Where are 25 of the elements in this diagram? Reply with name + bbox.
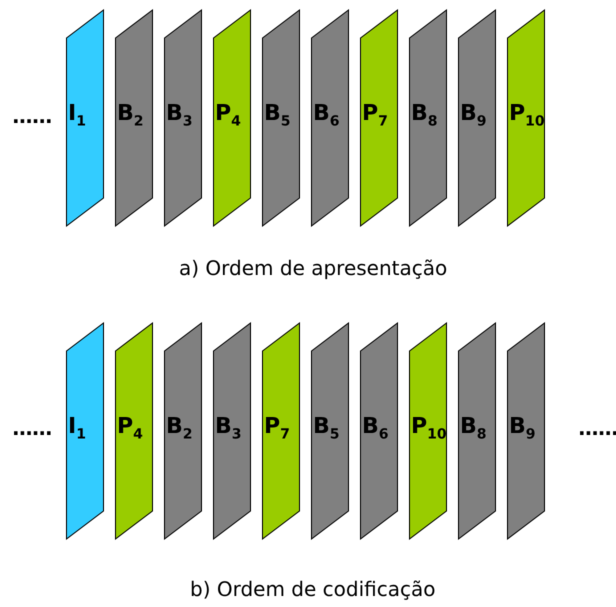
frame-label: B$_{3}$ — [215, 414, 242, 442]
frame-label: B$_{3}$ — [166, 101, 193, 130]
ellipsis: ...... — [12, 104, 52, 128]
frame-label: B$_{8}$ — [411, 101, 438, 130]
frame-label: P$_{4}$ — [117, 414, 143, 442]
frame-label: B$_{5}$ — [313, 414, 340, 442]
frame-label: P$_{7}$ — [362, 101, 388, 130]
frame-label: B$_{6}$ — [313, 101, 340, 130]
frame-label: P$_{4}$ — [215, 101, 241, 130]
frame-label: B$_{9}$ — [460, 101, 487, 130]
frame-label: B$_{5}$ — [264, 101, 291, 130]
frame-label: B$_{9}$ — [509, 414, 536, 442]
frame-label: B$_{2}$ — [117, 101, 144, 130]
frame-label: P$_{10}$ — [411, 414, 447, 442]
ellipsis: ...... — [578, 416, 616, 440]
caption: a) Ordem de apresentação — [179, 256, 448, 280]
frame-label: B$_{6}$ — [362, 414, 389, 442]
ellipsis: ...... — [12, 416, 52, 440]
frame-label: I$_{1}$ — [68, 101, 86, 130]
frame-label: B$_{2}$ — [166, 414, 193, 442]
frame-label: B$_{8}$ — [460, 414, 487, 442]
frame-label: I$_{1}$ — [68, 414, 86, 442]
frame-label: P$_{7}$ — [264, 414, 290, 442]
frame-label: P$_{10}$ — [509, 101, 545, 130]
caption: b) Ordem de codificação — [190, 577, 436, 601]
